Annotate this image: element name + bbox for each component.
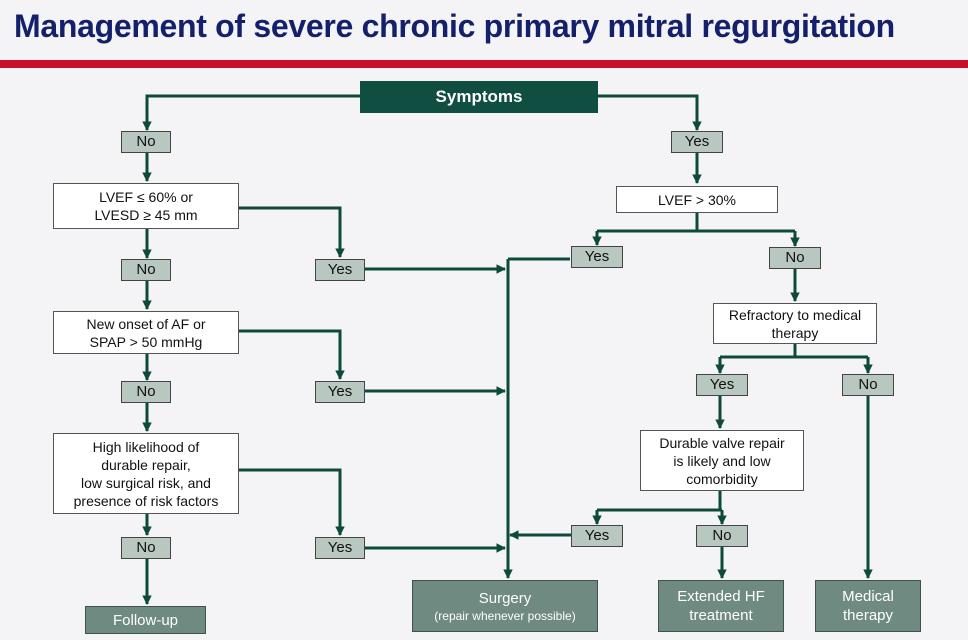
- af-spap-criterion-box: New onset of AF or SPAP > 50 mmHg: [53, 311, 239, 354]
- symptoms-header: Symptoms: [360, 81, 598, 113]
- refractory-criterion-box: Refractory to medical therapy: [713, 303, 877, 344]
- title-rule: [0, 60, 968, 68]
- lvef-30-yes-label: Yes: [571, 246, 623, 268]
- surgery-outcome-note: (repair whenever possible): [434, 608, 576, 623]
- durable-repair-criterion-box: High likelihood of durable repair, low s…: [53, 433, 239, 514]
- refractory-no-label: No: [842, 374, 894, 396]
- lvef-lvesd-yes-label: Yes: [315, 259, 365, 281]
- follow-up-outcome: Follow-up: [85, 606, 206, 634]
- surgery-outcome: Surgery (repair whenever possible): [412, 580, 598, 632]
- valve-repair-yes-label: Yes: [571, 525, 623, 547]
- surgery-outcome-label: Surgery: [478, 589, 532, 607]
- extended-hf-outcome: Extended HF treatment: [658, 580, 784, 632]
- lvef-30-criterion-box: LVEF > 30%: [616, 186, 778, 213]
- right-entry-yes-label: Yes: [671, 131, 723, 153]
- lvef-lvesd-criterion-box: LVEF ≤ 60% or LVESD ≥ 45 mm: [53, 183, 239, 229]
- durable-repair-no-label: No: [121, 537, 171, 559]
- af-spap-no-label: No: [121, 381, 171, 403]
- valve-repair-no-label: No: [696, 525, 748, 547]
- slide-title: Management of severe chronic primary mit…: [14, 8, 895, 44]
- left-entry-no-label: No: [121, 131, 171, 153]
- lvef-30-no-label: No: [769, 247, 821, 269]
- valve-repair-criterion-box: Durable valve repair is likely and low c…: [640, 430, 804, 491]
- refractory-yes-label: Yes: [696, 374, 748, 396]
- af-spap-yes-label: Yes: [315, 381, 365, 403]
- lvef-lvesd-no-label: No: [121, 259, 171, 281]
- medical-therapy-outcome: Medical therapy: [815, 580, 921, 632]
- durable-repair-yes-label: Yes: [315, 537, 365, 559]
